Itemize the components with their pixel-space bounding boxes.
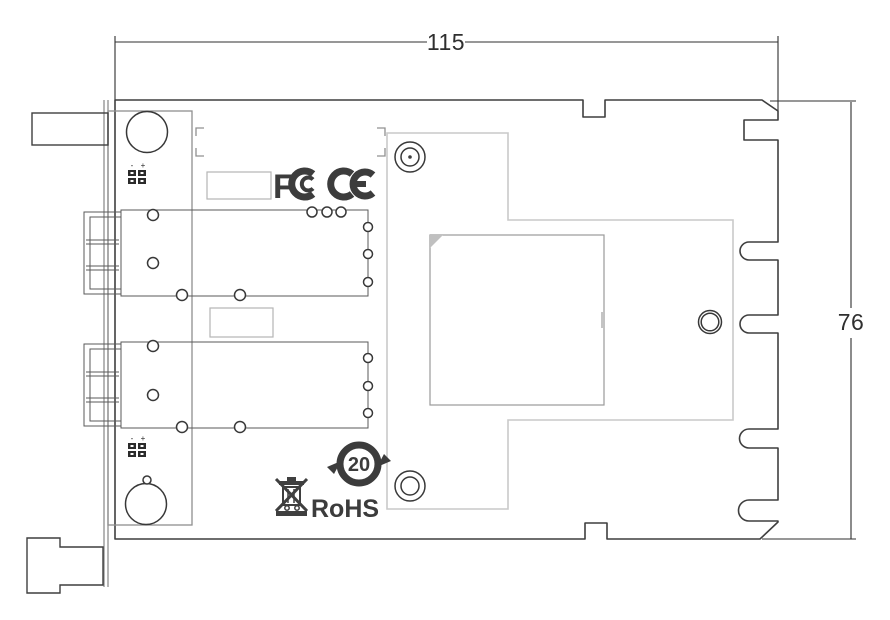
silkscreen-rect-top [206, 171, 272, 200]
through-hole [362, 248, 374, 260]
led-minus-mark: - [131, 161, 134, 170]
fcc-icon: F [273, 167, 316, 206]
efup-ring [336, 441, 382, 487]
corner-mark-tl [195, 127, 204, 136]
through-hole [362, 276, 374, 288]
through-hole [175, 288, 189, 302]
through-hole [362, 380, 374, 392]
led-pad-window [140, 172, 144, 174]
through-hole [146, 339, 160, 353]
connector-bottom-body [120, 341, 369, 429]
through-hole [321, 206, 333, 218]
efup-arrowhead-left [327, 461, 341, 474]
screw-hole-top-center [408, 155, 412, 159]
bottom-ejector-handle [26, 537, 104, 594]
dimension-height: 76 [762, 100, 865, 540]
fcc-small-c [299, 175, 315, 193]
through-hole [233, 420, 247, 434]
weee-cross-line [274, 477, 309, 513]
panel-hole-bottom [124, 482, 168, 526]
connector-block-bottom [83, 339, 374, 434]
panel-hole-top [125, 110, 169, 154]
through-hole [146, 256, 160, 270]
connector-bottom-cage-inner [89, 348, 122, 422]
led-indicator-bottom: - + [128, 434, 146, 457]
chip-area [429, 234, 605, 406]
led-pad-window [130, 172, 134, 174]
chip-outline [429, 234, 605, 406]
fcc-big-c [288, 167, 316, 201]
front-panel-body [107, 110, 193, 526]
corner-mark-tr [377, 127, 386, 136]
connector-block-top [83, 208, 374, 302]
led-plus-mark: + [141, 161, 146, 170]
through-hole [146, 208, 160, 222]
ce-letter-e-arc [349, 168, 376, 200]
led-pad-window [130, 445, 134, 447]
led-pad-window [140, 180, 144, 182]
mezzanine-outline [386, 132, 734, 510]
ce-icon [327, 167, 376, 201]
led-indicator-top: - + [128, 161, 146, 184]
connector-top-body [120, 209, 369, 297]
efup-years-label: 20 [348, 454, 370, 476]
weee-bin-handle [287, 477, 296, 481]
weee-bar [276, 511, 307, 516]
led-pad-window [130, 453, 134, 455]
through-hole [362, 407, 374, 419]
through-hole [335, 206, 347, 218]
top-ejector-handle [31, 112, 109, 146]
washer-hole-inner [700, 312, 720, 332]
label-area-corner-marks [195, 127, 386, 157]
led-pad-window [130, 180, 134, 182]
through-hole [362, 352, 374, 364]
connector-top-cage-inner [89, 216, 122, 290]
dim-width-label: 115 [427, 29, 465, 55]
led-pad-window [140, 445, 144, 447]
weee-icon [274, 477, 309, 516]
via-trio [306, 206, 347, 218]
silkscreen-rect-middle [209, 307, 274, 338]
ce-letter-c [327, 167, 355, 201]
rohs-label: RoHS [311, 495, 379, 523]
mounting-holes [394, 141, 723, 502]
corner-mark-br [377, 148, 386, 157]
led-pad-window [140, 453, 144, 455]
led-plus-mark: + [141, 434, 146, 443]
dimension-width: 115 [114, 29, 779, 111]
corner-mark-bl [195, 148, 204, 157]
efup-arrowhead-right [377, 454, 391, 467]
panel-small-hole [142, 475, 152, 485]
weee-bin-lid [279, 481, 304, 485]
through-hole [306, 206, 318, 218]
led-minus-mark: - [131, 434, 134, 443]
through-hole [233, 288, 247, 302]
through-hole [175, 420, 189, 434]
through-hole [362, 221, 374, 233]
dim-height-label: 76 [838, 309, 865, 335]
board-outline [114, 99, 779, 540]
efup-20-icon: 20 [327, 441, 391, 487]
weee-bin-wheel [284, 505, 290, 511]
weee-bin-wheel [294, 505, 300, 511]
through-hole [146, 388, 160, 402]
fcc-letter-f: F [273, 168, 294, 206]
chip-pin1-mark [430, 235, 443, 248]
screw-hole-bottom-inner [400, 476, 420, 496]
